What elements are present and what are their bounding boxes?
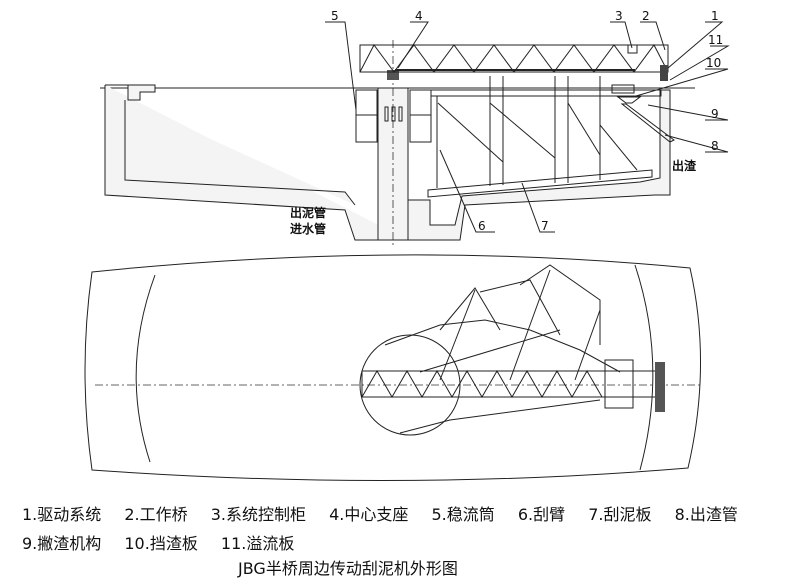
callout-7: 7 bbox=[541, 219, 549, 233]
legend-item: 9.撇渣机构 bbox=[22, 534, 102, 553]
callout-11: 11 bbox=[708, 33, 723, 47]
callout-10: 10 bbox=[706, 56, 721, 70]
callout-6: 6 bbox=[478, 219, 486, 233]
center-support bbox=[387, 70, 399, 80]
callout-2: 2 bbox=[642, 9, 650, 23]
control-cabinet bbox=[627, 44, 638, 54]
inlet-pipe-label: 进水管 bbox=[290, 221, 326, 236]
center-circle bbox=[359, 334, 461, 436]
legend-item: 8.出渣管 bbox=[674, 505, 738, 524]
callout-9: 9 bbox=[711, 107, 719, 121]
legend-item: 1.驱动系统 bbox=[22, 505, 102, 524]
legend-item: 6.刮臂 bbox=[517, 505, 566, 524]
callout-3: 3 bbox=[615, 9, 623, 23]
slag-out-label: 出渣 bbox=[672, 158, 697, 173]
scraper-arms bbox=[436, 76, 638, 188]
callout-1: 1 bbox=[711, 9, 719, 23]
work-bridge bbox=[359, 44, 669, 73]
scraper-blade bbox=[427, 169, 653, 198]
callout-5: 5 bbox=[331, 9, 339, 23]
drive-system bbox=[660, 65, 668, 81]
elevation-view: 5 4 3 2 1 11 10 9 8 6 7 出渣 出泥管 进水管 bbox=[100, 9, 730, 245]
scraper-arm-top bbox=[430, 89, 662, 97]
legend-item: 10.挡渣板 bbox=[124, 534, 198, 553]
callout-8: 8 bbox=[711, 139, 719, 153]
legend-row-2: 9.撇渣机构 10.挡渣板 11.溢流板 bbox=[22, 530, 312, 554]
legend-item: 3.系统控制柜 bbox=[210, 505, 307, 524]
slag-pipe bbox=[620, 103, 675, 143]
legend-item: 2.工作桥 bbox=[124, 505, 188, 524]
legend-row-1: 1.驱动系统 2.工作桥 3.系统控制柜 4.中心支座 5.稳流筒 6.刮臂 7… bbox=[22, 501, 756, 525]
plan-view bbox=[84, 254, 702, 482]
scraper-arms-plan bbox=[384, 264, 621, 434]
sludge-pipe-label: 出泥管 bbox=[290, 205, 326, 220]
stilling-cylinder-right bbox=[409, 89, 432, 143]
callout-4: 4 bbox=[415, 9, 423, 23]
leader-lines bbox=[325, 21, 730, 233]
figure-caption: JBG半桥周边传动刮泥机外形图 bbox=[238, 559, 458, 578]
baffle bbox=[616, 96, 642, 104]
diagram-drawing: 5 4 3 2 1 11 10 9 8 6 7 出渣 出泥管 进水管 bbox=[84, 9, 730, 482]
stilling-cylinder-left bbox=[355, 89, 378, 143]
legend-item: 5.稳流筒 bbox=[431, 505, 495, 524]
legend-item: 11.溢流板 bbox=[220, 534, 295, 553]
skimmer bbox=[611, 84, 635, 94]
legend-item: 4.中心支座 bbox=[329, 505, 409, 524]
legend-item: 7.刮泥板 bbox=[588, 505, 652, 524]
tank-outline bbox=[84, 254, 702, 482]
